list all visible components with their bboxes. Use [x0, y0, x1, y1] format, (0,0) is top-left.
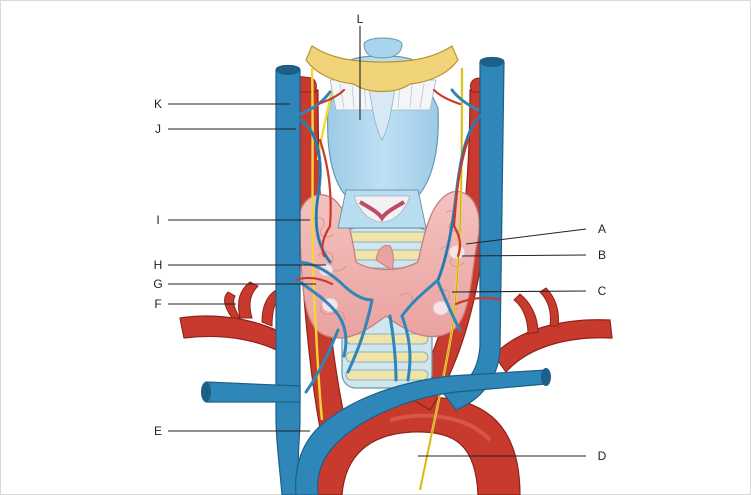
label-E: E [151, 424, 165, 438]
right-subclavian-artery [494, 288, 612, 372]
label-G: G [151, 277, 165, 291]
label-L: L [353, 12, 367, 26]
label-H: H [151, 258, 165, 272]
label-B: B [595, 248, 609, 262]
parathyroid-right-superior [449, 245, 465, 259]
label-C: C [595, 284, 609, 298]
label-F: F [151, 297, 165, 311]
label-D: D [595, 449, 609, 463]
label-K: K [151, 97, 165, 111]
label-I: I [151, 213, 165, 227]
label-J: J [151, 122, 165, 136]
label-A: A [595, 222, 609, 236]
